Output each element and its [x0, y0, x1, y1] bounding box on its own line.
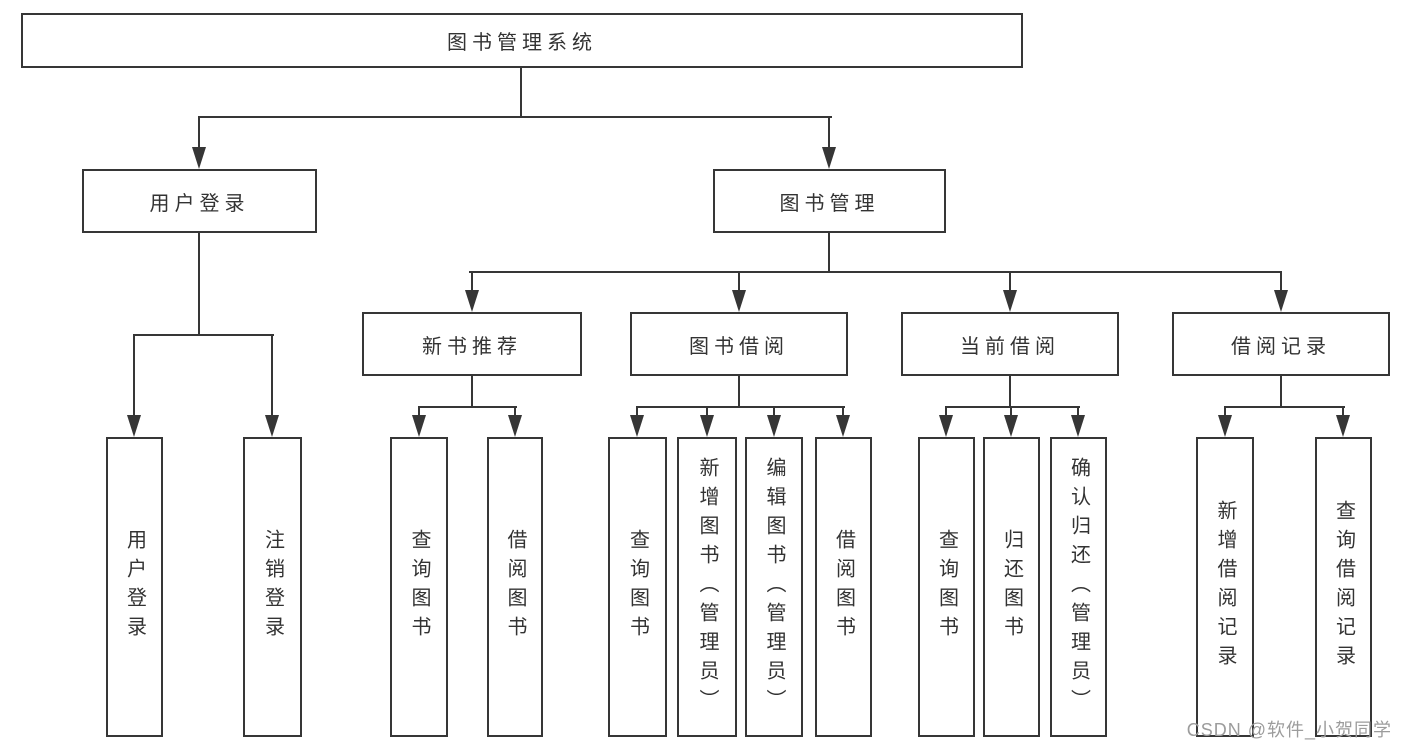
connector	[520, 68, 522, 117]
leaf-borrow-query-books: 查询图书	[608, 437, 667, 737]
connector	[418, 406, 517, 408]
arrowhead-down-icon	[1003, 290, 1017, 312]
leaf-borrow-edit-books-admin: 编辑图书（管理员）	[745, 437, 803, 737]
node-root: 图书管理系统	[21, 13, 1023, 68]
arrowhead-down-icon	[1274, 290, 1288, 312]
leaf-current-confirm-return-admin: 确认归还（管理员）	[1050, 437, 1107, 737]
connector	[198, 118, 200, 147]
connector	[636, 408, 638, 415]
arrowhead-down-icon	[767, 415, 781, 437]
connector	[1009, 273, 1011, 290]
arrowhead-down-icon	[732, 290, 746, 312]
arrowhead-down-icon	[127, 415, 141, 437]
arrowhead-down-icon	[265, 415, 279, 437]
watermark: CSDN @软件_小贺同学	[1186, 720, 1392, 740]
leaf-logout: 注销登录	[243, 437, 302, 737]
node-book-borrow: 图书借阅	[630, 312, 848, 376]
connector	[514, 408, 516, 415]
connector	[133, 336, 135, 415]
arrowhead-down-icon	[1004, 415, 1018, 437]
connector	[945, 406, 1080, 408]
connector	[198, 116, 832, 118]
leaf-newbook-query-books: 查询图书	[390, 437, 448, 737]
connector	[133, 334, 274, 336]
leaf-current-return-books: 归还图书	[983, 437, 1040, 737]
arrowhead-down-icon	[465, 290, 479, 312]
connector	[738, 376, 740, 408]
leaf-record-add-borrow-record: 新增借阅记录	[1196, 437, 1254, 737]
connector	[1077, 408, 1079, 415]
connector	[1224, 406, 1345, 408]
connector	[1280, 273, 1282, 290]
leaf-newbook-borrow-books: 借阅图书	[487, 437, 543, 737]
connector	[828, 118, 830, 147]
connector	[471, 376, 473, 408]
connector	[636, 406, 845, 408]
connector	[738, 273, 740, 290]
node-book-mgmt: 图书管理	[713, 169, 946, 233]
connector	[828, 233, 830, 272]
connector	[469, 271, 1282, 273]
leaf-current-query-books: 查询图书	[918, 437, 975, 737]
arrowhead-down-icon	[1218, 415, 1232, 437]
arrowhead-down-icon	[822, 147, 836, 169]
leaf-borrow-borrow-books: 借阅图书	[815, 437, 872, 737]
connector	[706, 408, 708, 415]
arrowhead-down-icon	[1071, 415, 1085, 437]
connector	[1280, 375, 1282, 408]
leaf-borrow-add-books-admin: 新增图书（管理员）	[677, 437, 737, 737]
node-borrow-record: 借阅记录	[1172, 312, 1390, 376]
connector	[471, 273, 473, 290]
arrowhead-down-icon	[412, 415, 426, 437]
connector	[1009, 376, 1011, 408]
connector	[418, 408, 420, 415]
arrowhead-down-icon	[630, 415, 644, 437]
arrowhead-down-icon	[700, 415, 714, 437]
arrowhead-down-icon	[1336, 415, 1350, 437]
leaf-record-query-borrow-record: 查询借阅记录	[1315, 437, 1372, 737]
connector	[773, 408, 775, 415]
node-user-login: 用户登录	[82, 169, 317, 233]
connector	[1342, 408, 1344, 415]
leaf-user-login: 用户登录	[106, 437, 163, 737]
connector	[198, 233, 200, 335]
connector	[1010, 408, 1012, 415]
connector	[945, 408, 947, 415]
arrowhead-down-icon	[836, 415, 850, 437]
connector	[842, 408, 844, 415]
arrowhead-down-icon	[939, 415, 953, 437]
node-current-borrow: 当前借阅	[901, 312, 1119, 376]
node-new-book-recommend: 新书推荐	[362, 312, 582, 376]
arrowhead-down-icon	[192, 147, 206, 169]
connector	[1224, 408, 1226, 415]
arrowhead-down-icon	[508, 415, 522, 437]
connector	[271, 336, 273, 415]
